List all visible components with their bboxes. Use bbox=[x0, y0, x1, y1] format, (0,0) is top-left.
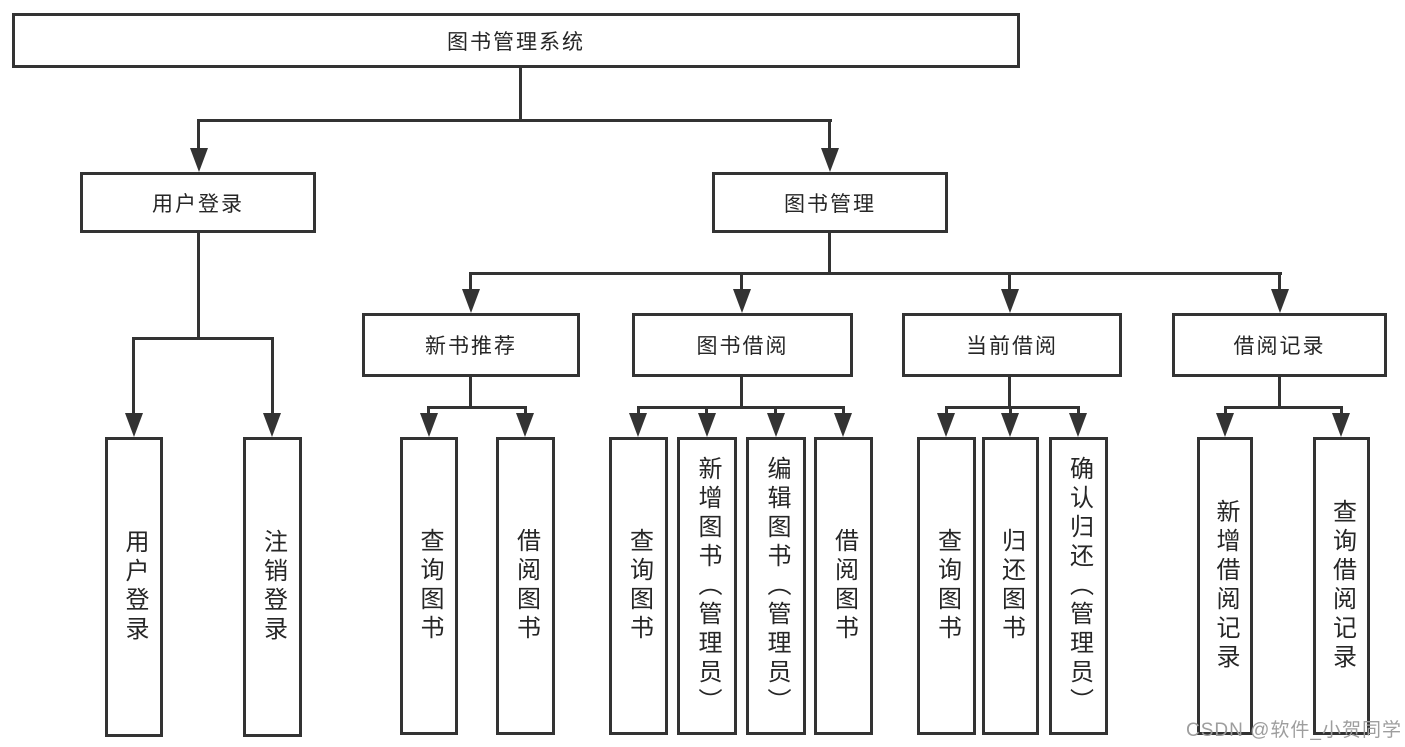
edge-stem bbox=[469, 377, 472, 408]
leaf-confirm-return-admin: 确认归还（管理员） bbox=[1049, 437, 1108, 735]
node-label: 新书推荐 bbox=[425, 335, 517, 358]
node-root-label: 图书管理系统 bbox=[447, 30, 585, 54]
leaf-label: 编辑图书（管理员） bbox=[763, 455, 790, 717]
edge-drop-leaf bbox=[1224, 406, 1227, 416]
leaf-query-books: 查询图书 bbox=[400, 437, 458, 735]
leaf-label: 查询图书 bbox=[416, 528, 443, 644]
edge-book-management-stem bbox=[828, 233, 831, 275]
edge-drop-leaf bbox=[1077, 406, 1080, 416]
edge-arrowhead bbox=[698, 413, 716, 437]
edge-drop-book-management bbox=[828, 119, 831, 152]
edge-drop-leaf bbox=[774, 406, 777, 416]
edge-drop-new-book bbox=[469, 272, 472, 292]
edge-level1-connector bbox=[197, 119, 832, 122]
csdn-watermark: CSDN @软件_小贺同学 bbox=[1186, 720, 1402, 741]
node-book-management-label: 图书管理 bbox=[784, 192, 876, 216]
leaf-query-books: 查询图书 bbox=[609, 437, 668, 735]
leaf-edit-books-admin: 编辑图书（管理员） bbox=[746, 437, 806, 735]
edge-drop-borrow-records bbox=[1278, 272, 1281, 292]
node-book-management: 图书管理 bbox=[712, 172, 948, 233]
edge-drop-leaf bbox=[705, 406, 708, 416]
edge-arrowhead bbox=[1001, 413, 1019, 437]
node-label: 借阅记录 bbox=[1233, 335, 1326, 358]
edge-arrowhead bbox=[420, 413, 438, 437]
edge-user-login-connector bbox=[132, 337, 274, 340]
edge-arrowhead bbox=[937, 413, 955, 437]
edge-connector bbox=[637, 406, 845, 409]
leaf-label: 新增图书（管理员） bbox=[694, 455, 721, 717]
node-user-login-label: 用户登录 bbox=[152, 192, 244, 216]
node-current-borrow: 当前借阅 bbox=[902, 313, 1122, 377]
leaf-label: 归还图书 bbox=[997, 528, 1025, 644]
edge-root-stem bbox=[519, 68, 522, 121]
edge-connector bbox=[945, 406, 1080, 409]
edge-arrowhead bbox=[516, 413, 534, 437]
leaf-user-login: 用户登录 bbox=[105, 437, 163, 737]
edge-drop-leaf bbox=[271, 337, 274, 415]
edge-arrowhead bbox=[462, 289, 480, 313]
edge-user-login-stem bbox=[197, 233, 200, 339]
edge-arrowhead bbox=[767, 413, 785, 437]
edge-arrowhead bbox=[1216, 413, 1234, 437]
leaf-return-books: 归还图书 bbox=[982, 437, 1039, 735]
edge-arrowhead bbox=[1001, 289, 1019, 313]
leaf-label: 借阅图书 bbox=[512, 528, 540, 644]
edge-stem bbox=[740, 377, 743, 408]
node-label: 当前借阅 bbox=[966, 335, 1058, 358]
leaf-label: 查询图书 bbox=[625, 528, 653, 644]
leaf-query-books: 查询图书 bbox=[917, 437, 976, 735]
leaf-label: 新增借阅记录 bbox=[1212, 499, 1239, 673]
node-borrow-records: 借阅记录 bbox=[1172, 313, 1387, 377]
node-root: 图书管理系统 bbox=[12, 13, 1020, 68]
edge-drop-leaf bbox=[427, 406, 430, 416]
leaf-borrow-books: 借阅图书 bbox=[814, 437, 873, 735]
node-label: 图书借阅 bbox=[696, 335, 789, 358]
edge-arrowhead bbox=[1271, 289, 1289, 313]
node-user-login: 用户登录 bbox=[80, 172, 316, 233]
edge-drop-leaf bbox=[1340, 406, 1343, 416]
leaf-add-books-admin: 新增图书（管理员） bbox=[677, 437, 737, 735]
edge-drop-user-login bbox=[197, 119, 200, 152]
leaf-logout: 注销登录 bbox=[243, 437, 302, 737]
edge-drop-leaf bbox=[132, 337, 135, 415]
leaf-label: 用户登录 bbox=[121, 529, 148, 645]
edge-arrowhead bbox=[834, 413, 852, 437]
edge-drop-leaf bbox=[637, 406, 640, 416]
leaf-label: 注销登录 bbox=[259, 529, 287, 645]
leaf-query-borrow-record: 查询借阅记录 bbox=[1313, 437, 1370, 735]
edge-connector bbox=[428, 406, 527, 409]
edge-connector bbox=[1224, 406, 1343, 409]
edge-arrowhead bbox=[733, 289, 751, 313]
edge-level3-connector bbox=[469, 272, 1282, 275]
leaf-label: 借阅图书 bbox=[830, 528, 858, 644]
edge-arrowhead bbox=[190, 148, 208, 172]
node-book-borrow: 图书借阅 bbox=[632, 313, 853, 377]
leaf-borrow-books: 借阅图书 bbox=[496, 437, 555, 735]
leaf-label: 查询借阅记录 bbox=[1328, 499, 1356, 673]
leaf-label: 查询图书 bbox=[933, 528, 961, 644]
edge-drop-leaf bbox=[945, 406, 948, 416]
leaf-label: 确认归还（管理员） bbox=[1065, 455, 1093, 717]
edge-drop-leaf bbox=[1009, 406, 1012, 416]
leaf-add-borrow-record: 新增借阅记录 bbox=[1197, 437, 1253, 735]
edge-arrowhead bbox=[1069, 413, 1087, 437]
edge-stem bbox=[1278, 377, 1281, 408]
edge-arrowhead bbox=[821, 148, 839, 172]
node-new-book-recommend: 新书推荐 bbox=[362, 313, 580, 377]
edge-drop-book-borrow bbox=[740, 272, 743, 292]
edge-drop-current-borrow bbox=[1008, 272, 1011, 292]
edge-arrowhead bbox=[629, 413, 647, 437]
edge-arrowhead bbox=[1332, 413, 1350, 437]
edge-drop-leaf bbox=[524, 406, 527, 416]
edge-stem bbox=[1008, 377, 1011, 408]
edge-drop-leaf bbox=[842, 406, 845, 416]
edge-arrowhead bbox=[263, 413, 281, 437]
edge-arrowhead bbox=[125, 413, 143, 437]
